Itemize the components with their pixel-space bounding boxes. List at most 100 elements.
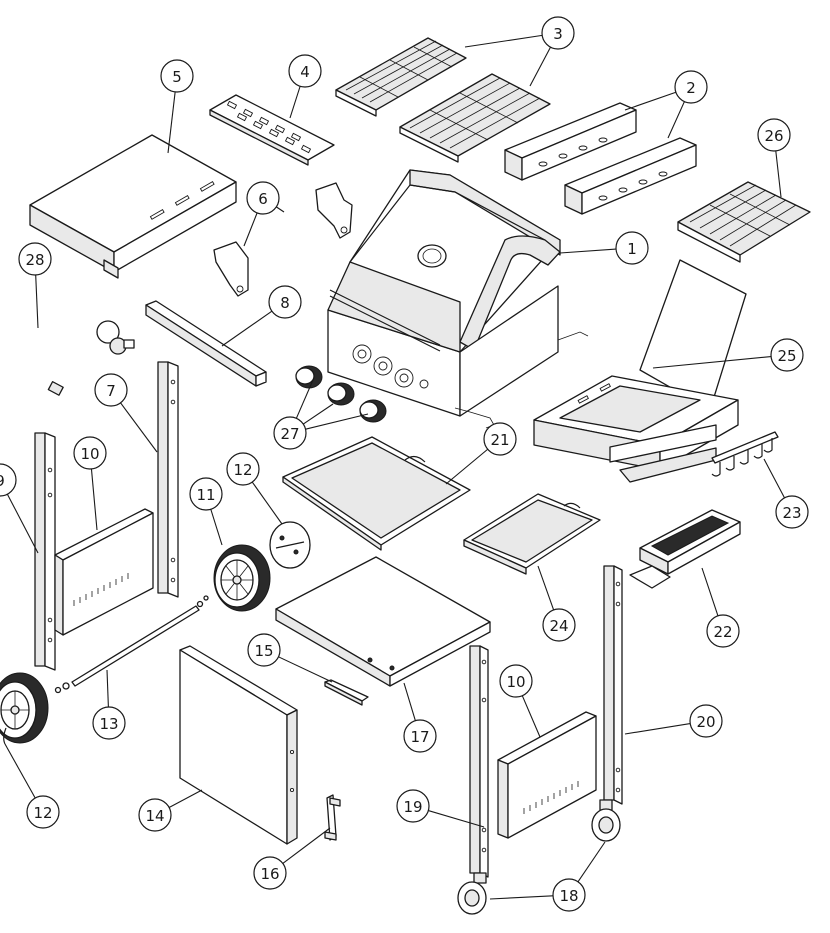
callout-number: 12 (33, 804, 52, 822)
callout-number: 10 (506, 673, 525, 691)
side-burner-part (533, 259, 747, 483)
callout-circle (189, 477, 223, 511)
right-side-panel-part (497, 711, 597, 839)
left-front-leg-part (34, 432, 56, 671)
leader-line-27 (302, 403, 334, 425)
leader-line-9 (6, 493, 39, 554)
axle-part (54, 595, 209, 694)
callout-circle (403, 719, 437, 753)
callout-number: 17 (410, 728, 429, 746)
callout-circle (226, 452, 260, 486)
leader-line-7 (120, 402, 158, 453)
callout-2: 2 (674, 70, 708, 104)
callout-number: 5 (172, 68, 182, 86)
callout-number: 4 (300, 63, 310, 81)
leader-line-18 (577, 841, 606, 883)
callout-13: 13 (92, 706, 126, 740)
callout-circle (499, 664, 533, 698)
callout-17: 17 (403, 719, 437, 753)
leader-line-20 (624, 722, 691, 735)
searing-burner-part (629, 509, 741, 589)
callout-circle (18, 242, 52, 276)
callout-22: 22 (706, 614, 740, 648)
callout-circle (160, 59, 194, 93)
leader-line-6 (243, 212, 258, 247)
callout-25: 25 (770, 338, 804, 372)
leader-line-1 (559, 248, 617, 254)
callout-27: 27 (273, 416, 307, 450)
leader-line-24 (537, 565, 555, 611)
callout-6: 6 (246, 181, 280, 215)
callout-number: 13 (99, 715, 118, 733)
leader-line-3 (529, 46, 552, 87)
leader-line-21 (445, 448, 489, 485)
callout-number: 26 (764, 127, 783, 145)
callout-23: 23 (775, 495, 809, 529)
heat-plate-part (209, 94, 335, 166)
leader-line-2 (624, 91, 677, 111)
callout-21: 21 (483, 422, 517, 456)
door-catch-part (324, 794, 341, 841)
leader-line-17 (403, 682, 416, 721)
callout-24: 24 (542, 608, 576, 642)
callout-16: 16 (253, 856, 287, 890)
callout-number: 11 (196, 486, 215, 504)
leader-line-2 (667, 101, 685, 139)
side-shelf-part (29, 134, 237, 279)
callout-number: 7 (106, 382, 116, 400)
callout-circle (757, 118, 791, 152)
leader-line-12 (251, 481, 283, 525)
callout-8: 8 (268, 285, 302, 319)
leader-line-14 (168, 789, 203, 808)
callout-11: 11 (189, 477, 223, 511)
callout-10: 10 (499, 664, 533, 698)
callout-10: 10 (73, 436, 107, 470)
callout-circle (706, 614, 740, 648)
callout-number: 25 (777, 347, 796, 365)
callout-28: 28 (18, 242, 52, 276)
leader-line-16 (282, 827, 331, 864)
leader-line-27 (295, 379, 314, 419)
leader-line-22 (701, 567, 719, 616)
grill-head-part (327, 169, 589, 429)
callout-12: 12 (226, 452, 260, 486)
callout-circle (253, 856, 287, 890)
leader-line-25 (652, 355, 772, 369)
leader-line-5 (167, 91, 176, 154)
callout-circle (615, 231, 649, 265)
callout-number: 27 (280, 425, 299, 443)
casters-part (457, 799, 621, 915)
callout-circle (552, 878, 586, 912)
callout-number: 14 (145, 807, 164, 825)
callout-number: 9 (0, 472, 5, 490)
leader-line-11 (210, 509, 223, 546)
callout-19: 19 (396, 789, 430, 823)
callout-circle (542, 608, 576, 642)
callout-circle (26, 795, 60, 829)
callout-number: 22 (713, 623, 732, 641)
callout-number: 6 (258, 190, 268, 208)
callout-labels: 1234567891010111212131415161718192021222… (0, 16, 809, 912)
callout-circle (73, 436, 107, 470)
leader-line-10 (90, 468, 98, 531)
leader-line-6 (276, 206, 285, 213)
callout-circle (396, 789, 430, 823)
regulator-hose-part (10, 320, 135, 396)
right-rear-leg-part (603, 565, 623, 805)
callout-number: 16 (260, 865, 279, 883)
leader-line-15 (278, 656, 333, 683)
callout-circle (94, 373, 128, 407)
leader-line-4 (289, 86, 301, 119)
control-knobs-part (295, 365, 387, 423)
leader-line-27 (305, 413, 369, 430)
callout-circle (0, 463, 17, 497)
leader-line-8 (221, 310, 273, 347)
grease-tray-part (463, 493, 601, 575)
callout-18: 18 (552, 878, 586, 912)
tool-hooks-part (711, 431, 779, 477)
callout-number: 23 (782, 504, 801, 522)
leader-line-26 (775, 150, 782, 198)
callout-number: 15 (254, 642, 273, 660)
callout-circle (92, 706, 126, 740)
